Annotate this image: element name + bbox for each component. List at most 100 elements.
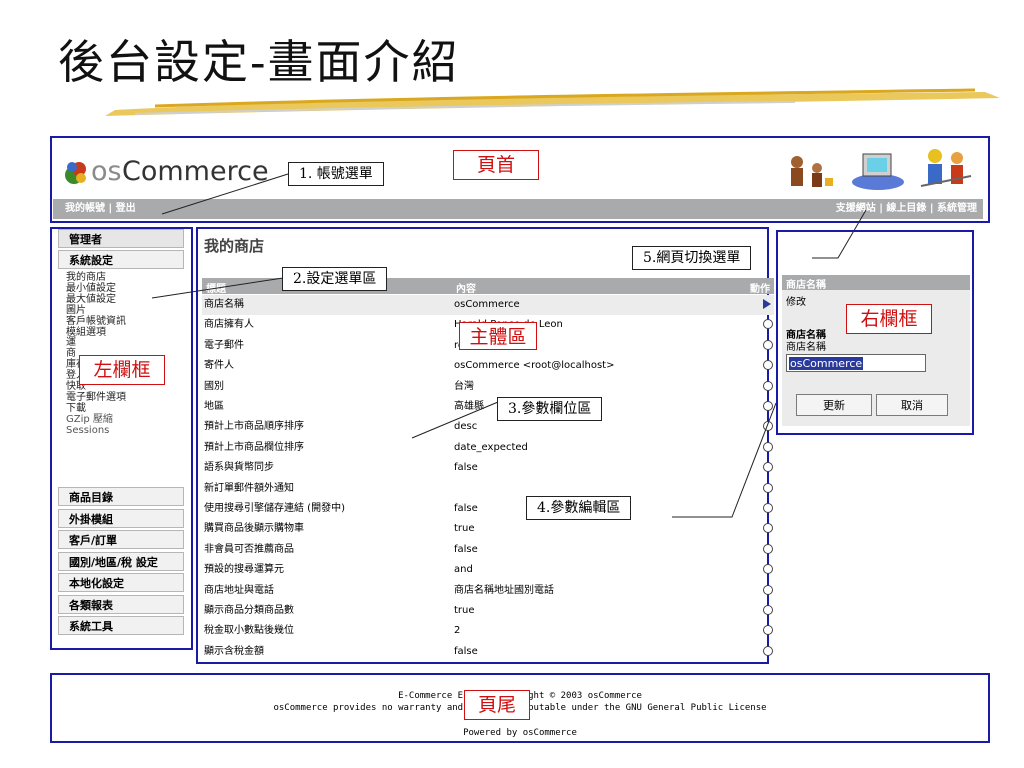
- setting-value: true: [454, 605, 475, 616]
- nav-section[interactable]: 商品目錄: [58, 487, 184, 506]
- support-catalog-admin-links[interactable]: 支援網站 | 線上目錄 | 系統管理: [835, 203, 977, 214]
- info-icon[interactable]: [763, 421, 773, 432]
- header-region-box: [50, 136, 990, 223]
- nav-sublink[interactable]: 模組選項: [66, 326, 106, 338]
- info-icon[interactable]: [763, 584, 773, 595]
- store-name-input[interactable]: osCommerce: [786, 354, 926, 372]
- info-icon[interactable]: [763, 401, 773, 411]
- nav-sublink[interactable]: GZip 壓縮: [66, 413, 113, 425]
- callout-line-2: [151, 277, 284, 299]
- cancel-button[interactable]: 取消: [876, 394, 948, 416]
- nav-system-settings[interactable]: 系統設定: [58, 250, 184, 269]
- settings-row[interactable]: 預計上市商品順序排序 desc: [202, 417, 774, 437]
- setting-value: date_expected: [454, 441, 528, 453]
- label-main: 主體區: [459, 322, 537, 350]
- info-icon[interactable]: [763, 441, 773, 452]
- nav-sublink[interactable]: 下載: [66, 402, 86, 414]
- info-icon[interactable]: [763, 339, 773, 350]
- info-icon[interactable]: [763, 625, 773, 636]
- selected-arrow-icon[interactable]: [763, 299, 771, 309]
- setting-title: 商店擁有人: [204, 319, 254, 331]
- setting-value: false: [454, 645, 478, 657]
- oscommerce-logo[interactable]: os Commerce: [63, 156, 293, 190]
- nav-sublink[interactable]: 商: [66, 348, 76, 360]
- left-column-box: [50, 227, 193, 650]
- info-icon[interactable]: [763, 605, 773, 615]
- setting-value: osCommerce <root@localhost>: [454, 360, 615, 372]
- col-title: 標題: [206, 284, 226, 295]
- main-heading: 我的商店: [204, 237, 265, 255]
- nav-sublink[interactable]: Sessions: [66, 424, 110, 436]
- nav-sublink[interactable]: 圖片: [66, 304, 86, 316]
- setting-title: 地區: [204, 401, 224, 412]
- info-icon[interactable]: [763, 564, 773, 575]
- info-icon[interactable]: [763, 482, 773, 493]
- nav-admin[interactable]: 管理者: [58, 229, 184, 248]
- settings-row[interactable]: 預計上市商品欄位排序 date_expected: [202, 438, 774, 458]
- nav-sublink[interactable]: 庫存: [66, 359, 86, 371]
- info-icon[interactable]: [763, 523, 773, 534]
- nav-sublink[interactable]: 最大値設定: [66, 293, 116, 305]
- info-icon[interactable]: [763, 543, 773, 554]
- label-left-column: 左欄框: [79, 355, 165, 385]
- callout-param-edit: 4.參數編輯區: [526, 496, 632, 520]
- info-icon[interactable]: [763, 462, 773, 473]
- nav-section[interactable]: 本地化設定: [58, 573, 184, 592]
- settings-row[interactable]: 使用搜尋引擎儲存連結 (開發中) false: [202, 499, 774, 519]
- callout-line-3: [411, 401, 499, 439]
- nav-sublink[interactable]: 登入: [66, 370, 86, 382]
- setting-title: 商店地址與電話: [204, 584, 274, 596]
- setting-title: 新訂單郵件額外通知: [204, 482, 294, 494]
- nav-section[interactable]: 各類報表: [58, 594, 184, 614]
- col-action: 動作: [750, 284, 770, 295]
- nav-sublink[interactable]: 快取: [66, 381, 86, 392]
- nav-sublink[interactable]: 最小値設定: [66, 282, 116, 294]
- setting-title: 商店名稱: [204, 299, 244, 310]
- account-links[interactable]: 我的帳號 | 登出: [65, 203, 136, 214]
- nav-section[interactable]: 國別/地區/稅 設定: [58, 551, 184, 571]
- info-icon[interactable]: [763, 380, 773, 391]
- right-column-box: [776, 230, 974, 435]
- title-underline-brushstroke: [105, 88, 1000, 116]
- callout-line-4: [672, 402, 777, 518]
- setting-title: 寄件人: [204, 360, 234, 372]
- nav-sublink[interactable]: 我的商店: [66, 272, 106, 283]
- info-icon[interactable]: [763, 360, 773, 371]
- setting-value: 商店名稱地址國別電話: [454, 584, 554, 596]
- workers-icon: [920, 149, 972, 187]
- setting-title: 使用搜尋引擎儲存連結 (開發中): [204, 503, 345, 514]
- settings-row[interactable]: 新訂單郵件額外通知: [202, 479, 774, 499]
- right-panel-title: 商店名稱: [786, 280, 826, 291]
- nav-section[interactable]: 客戶/訂單: [58, 530, 184, 549]
- settings-row[interactable]: 國別台灣: [202, 377, 774, 397]
- nav-sublink[interactable]: 電子郵件選項: [66, 391, 126, 403]
- nav-sublink[interactable]: 運: [66, 337, 76, 349]
- info-icon[interactable]: [763, 319, 773, 330]
- nav-sublink[interactable]: 客戶帳號資訊: [66, 315, 126, 327]
- setting-value: desc: [454, 421, 478, 433]
- computer-icon: [852, 153, 904, 190]
- store-name-input-value: osCommerce: [789, 357, 864, 370]
- settings-row[interactable]: 商店地址與電話 商店名稱地址國別電話: [202, 581, 774, 601]
- nav-section[interactable]: 系統工具: [58, 616, 184, 635]
- setting-title: 預設的搜尋運算元: [204, 564, 284, 576]
- setting-title: 預計上市商品順序排序: [204, 421, 304, 433]
- setting-value: 2: [454, 625, 461, 637]
- settings-row[interactable]: 地區高雄縣: [202, 397, 774, 417]
- nav-section[interactable]: 外掛模組: [58, 508, 184, 528]
- setting-value: false: [454, 503, 478, 514]
- info-icon[interactable]: [763, 503, 773, 513]
- update-button[interactable]: 更新: [796, 394, 872, 416]
- info-icon[interactable]: [763, 645, 773, 656]
- settings-row[interactable]: 寄件人 osCommerce <root@localhost>: [202, 356, 774, 376]
- setting-title: 預計上市商品欄位排序: [204, 441, 304, 453]
- header-illustrations: [787, 146, 977, 194]
